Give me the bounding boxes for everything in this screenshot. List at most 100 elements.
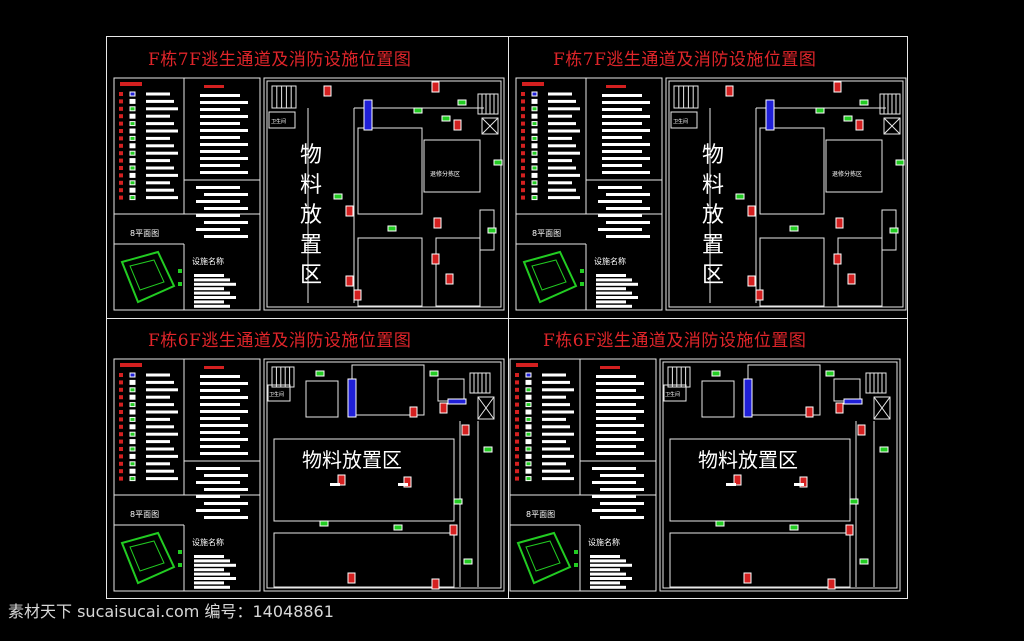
equipment-text-line — [590, 568, 620, 572]
legend-text-line — [548, 122, 576, 126]
floor-plan-frame — [263, 77, 505, 311]
equipment-text-line — [596, 304, 632, 308]
legend-symbol-red — [119, 476, 123, 481]
plan-label: 8平面图 — [130, 510, 159, 519]
notes-text-line — [592, 509, 636, 512]
legend-text-line — [200, 122, 240, 125]
notes-text-line — [592, 495, 636, 498]
legend-text-line — [542, 380, 570, 384]
legend-text-line — [200, 150, 240, 153]
notes-text-line — [204, 207, 248, 210]
site-plan-thumbnail — [516, 531, 578, 585]
frame-horizontal-divider — [106, 318, 908, 319]
notes-text-line — [600, 474, 644, 477]
equipment-text-line — [590, 585, 626, 589]
legend-text-line — [596, 438, 644, 441]
exit-sign-icon — [859, 99, 869, 106]
legend-symbol — [129, 439, 136, 445]
legend-symbol — [129, 379, 136, 385]
legend-symbol — [129, 150, 136, 156]
exit-sign-icon — [333, 193, 343, 200]
legend-symbol-red — [119, 424, 123, 429]
plan-label: 8平面图 — [130, 229, 159, 238]
exit-sign-icon — [457, 99, 467, 106]
legend-symbol — [129, 461, 136, 467]
exit-sign-icon — [487, 227, 497, 234]
equipment-text-line — [194, 282, 236, 286]
legend-symbol — [129, 446, 136, 452]
legend-symbol — [129, 468, 136, 474]
legend-text-line — [146, 417, 170, 421]
equipment-label: 设施名称 — [594, 256, 626, 266]
site-building — [531, 259, 567, 291]
legend-symbol — [531, 187, 538, 193]
legend-symbol-red — [515, 402, 519, 407]
fire-equipment-icon — [433, 217, 442, 229]
exit-sign-icon — [849, 498, 859, 505]
legend-symbol — [129, 387, 136, 393]
legend-text-line — [200, 396, 248, 399]
plan-label: 8平面图 — [526, 510, 555, 519]
legend-symbol — [129, 106, 136, 112]
toilet-label: 卫生间 — [673, 118, 688, 125]
legend-symbol — [531, 121, 538, 127]
site-building — [129, 540, 165, 572]
exit-sign-icon — [393, 524, 403, 531]
stairwell — [271, 366, 295, 388]
exit-sign-icon — [387, 225, 397, 232]
legend-symbol — [129, 158, 136, 164]
legend-title-bar — [120, 82, 142, 86]
notes-text-line — [600, 488, 644, 491]
legend-symbol-red — [119, 129, 123, 133]
fire-equipment-icon — [833, 81, 842, 93]
sorting-room-label: 退修分拣区 — [832, 170, 862, 178]
legend-symbol-red — [119, 402, 123, 407]
legend-title-bar — [516, 363, 538, 367]
fire-equipment-icon — [845, 524, 854, 536]
sorting-room-label: 退修分拣区 — [430, 170, 460, 178]
notes-text-line — [592, 467, 636, 470]
notes-text-line — [204, 502, 248, 505]
site-marker — [178, 282, 182, 286]
legend-text-line — [602, 136, 642, 139]
legend-text-line — [602, 129, 650, 132]
notes-text-line — [598, 186, 642, 189]
exit-sign-icon — [789, 524, 799, 531]
stairwell — [667, 366, 691, 388]
notes-text-line — [606, 221, 650, 224]
watermark: 素材天下 sucaisucai.com 编号：14048861 — [8, 602, 334, 621]
legend-symbol — [129, 394, 136, 400]
notes-text-line — [606, 235, 650, 238]
storage-area — [669, 438, 851, 522]
legend-title-bar — [120, 363, 142, 367]
legend-text-line — [200, 431, 240, 434]
exit-sign-icon — [319, 520, 329, 527]
notes-text-line — [196, 467, 240, 470]
equipment-text-line — [194, 296, 236, 299]
equipment-text-line — [596, 300, 626, 304]
hydrant-cabinet — [447, 398, 467, 405]
panel-title-top-right: F栋7F逃生通道及消防设施位置图 — [553, 50, 817, 70]
toilet-room — [267, 384, 291, 402]
equipment-text-line — [194, 287, 224, 291]
storage-area-char: 区 — [702, 263, 724, 288]
shaft-cross — [873, 396, 891, 420]
legend-symbol-red — [119, 121, 123, 126]
site-marker — [178, 550, 182, 554]
fire-equipment-icon — [755, 289, 764, 301]
legend-text-line — [542, 447, 570, 451]
equipment-text-line — [194, 291, 230, 295]
fire-equipment-icon — [835, 402, 844, 414]
site-marker — [574, 563, 578, 567]
legend-symbol-red — [119, 195, 123, 200]
hydrant-cabinet — [765, 99, 775, 131]
legend-symbol-red — [521, 195, 525, 200]
legend-text-line — [542, 477, 574, 481]
legend-text-line — [200, 403, 240, 406]
legend-text-line — [602, 164, 642, 167]
legend-text-line — [596, 445, 636, 448]
room — [437, 378, 465, 402]
legend-symbol-red — [515, 424, 519, 429]
legend-symbol-red — [119, 151, 123, 156]
